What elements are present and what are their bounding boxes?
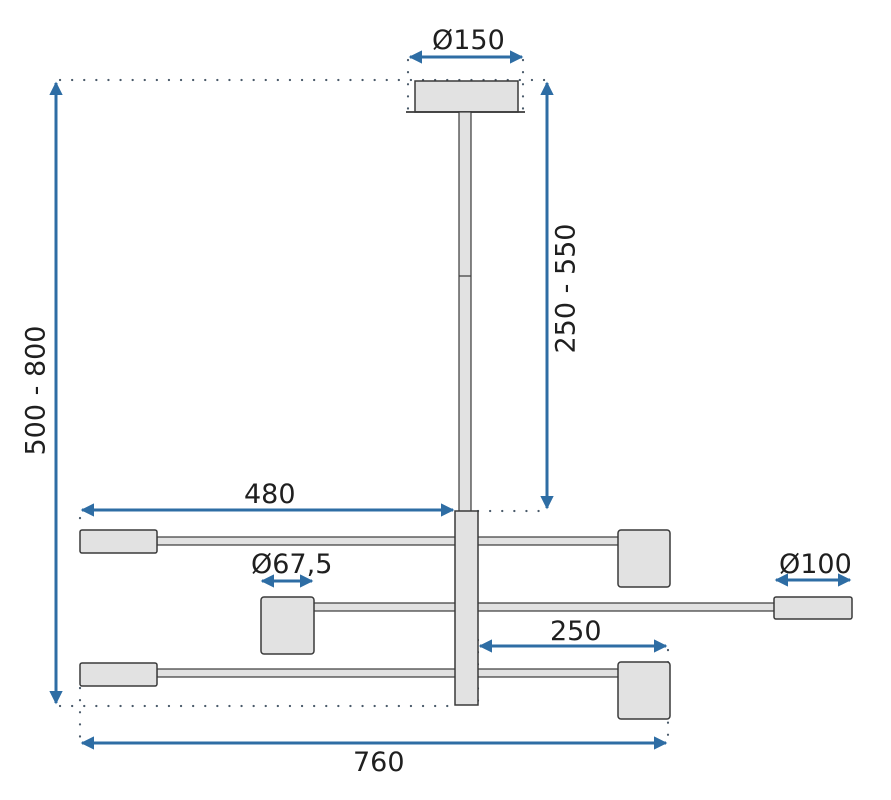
left-arm-label: 480 <box>244 479 296 510</box>
rod-height-label: 250 - 550 <box>550 223 582 354</box>
arm-middle <box>312 602 776 612</box>
central-hub <box>454 510 479 706</box>
arm-top <box>156 536 620 546</box>
ceiling-canopy <box>406 80 525 113</box>
total-width-label: 760 <box>353 747 405 778</box>
shade-middle-right <box>773 596 853 620</box>
canopy-diameter-label: Ø150 <box>432 25 505 56</box>
shade-top-left <box>79 529 158 554</box>
large-shade-diameter-label: Ø100 <box>779 549 852 580</box>
shade-top-right <box>617 529 671 588</box>
dimension-arrows <box>49 50 852 750</box>
suspension-rod <box>458 111 472 513</box>
shade-middle-left <box>260 596 315 655</box>
shade-bottom-left <box>79 662 158 687</box>
lamp-shades <box>79 529 853 720</box>
arm-bottom <box>156 668 620 678</box>
right-arm-label: 250 <box>550 616 602 647</box>
total-height-label: 500 - 800 <box>20 325 52 456</box>
small-shade-diameter-label: Ø67,5 <box>251 549 333 580</box>
shade-bottom-right <box>617 661 671 720</box>
